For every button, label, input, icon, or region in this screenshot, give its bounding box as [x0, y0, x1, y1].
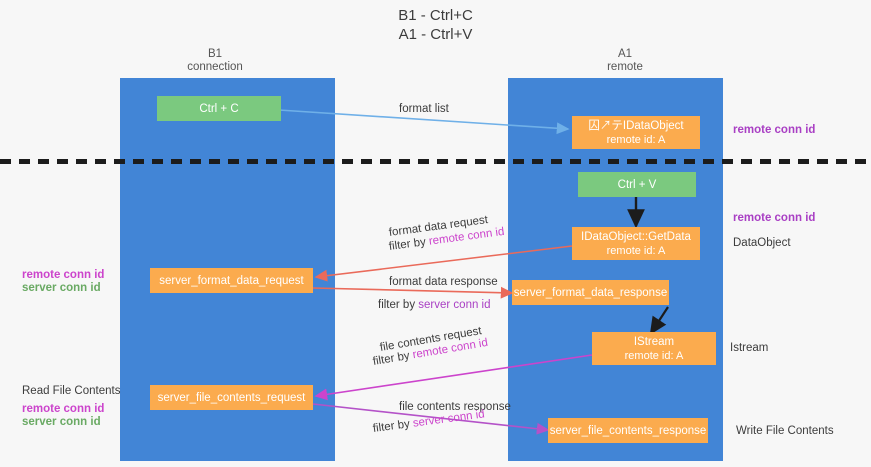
title-line-2: A1 - Ctrl+V: [398, 26, 473, 43]
box-istream-line1: IStream: [633, 335, 675, 348]
lane-header-a1-name: A1: [617, 48, 633, 60]
page-title: B1 - Ctrl+C A1 - Ctrl+V: [0, 6, 871, 44]
edge-label-file-contents-response: file contents response: [399, 401, 511, 413]
box-istream[interactable]: IStream remote id: A: [592, 332, 716, 365]
filter-by-text-2: filter by: [378, 299, 416, 311]
box-server-format-data-request-label: server_format_data_request: [159, 274, 304, 287]
box-ctrl-v[interactable]: Ctrl + V: [578, 172, 696, 197]
box-ctrl-v-label: Ctrl + V: [617, 178, 657, 191]
box-istream-line2: remote id: A: [624, 349, 684, 362]
edge-label-format-data-response: format data response: [389, 276, 498, 288]
lane-header-b1-sub: connection: [187, 61, 243, 73]
box-server-file-contents-request[interactable]: server_file_contents_request: [150, 385, 313, 410]
filter-by-text-4: filter by: [372, 418, 411, 435]
annotation-remote-conn-id-left-1: remote conn id: [22, 269, 105, 281]
filter-by-text-3: filter by: [372, 349, 411, 368]
annotation-remote-conn-id-top: remote conn id: [733, 124, 816, 136]
box-getdata-line2: remote id: A: [606, 244, 666, 257]
filter-by-text-1: filter by: [388, 236, 427, 253]
lane-header-a1: A1 remote: [565, 48, 685, 74]
box-server-format-data-response[interactable]: server_format_data_response: [512, 280, 669, 305]
box-server-file-contents-request-label: server_file_contents_request: [157, 391, 306, 404]
edge-filter-format-data-response: filter by server conn id: [378, 298, 491, 312]
box-ctrl-c-label: Ctrl + C: [199, 102, 239, 115]
annotation-dataobject: DataObject: [733, 237, 791, 249]
title-line-1: B1 - Ctrl+C: [398, 7, 473, 24]
annotation-read-file-contents: Read File Contents: [22, 385, 121, 397]
annotation-server-conn-id-left-1: server conn id: [22, 282, 101, 294]
filter-server-conn-id-1: server conn id: [418, 299, 491, 311]
box-idataobject-line1: 囚↗テIDataObject: [588, 119, 684, 132]
lane-header-b1: B1 connection: [155, 48, 275, 74]
annotation-remote-conn-id-left-2: remote conn id: [22, 403, 105, 415]
annotation-remote-conn-id-mid: remote conn id: [733, 212, 816, 224]
lane-header-b1-name: B1: [207, 48, 223, 60]
annotation-write-file-contents: Write File Contents: [736, 425, 834, 437]
box-getdata[interactable]: IDataObject::GetData remote id: A: [572, 227, 700, 260]
box-server-format-data-request[interactable]: server_format_data_request: [150, 268, 313, 293]
box-server-file-contents-response[interactable]: server_file_contents_response: [548, 418, 708, 443]
box-idataobject-line2: remote id: A: [606, 133, 666, 146]
annotation-istream: Istream: [730, 342, 769, 354]
box-server-file-contents-response-label: server_file_contents_response: [549, 424, 707, 437]
box-server-format-data-response-label: server_format_data_response: [513, 286, 668, 299]
box-idataobject[interactable]: 囚↗テIDataObject remote id: A: [572, 116, 700, 149]
phase-separator: [0, 159, 871, 164]
edge-label-format-list: format list: [399, 103, 449, 115]
annotation-server-conn-id-left-2: server conn id: [22, 416, 101, 428]
lane-header-a1-sub: remote: [607, 61, 643, 73]
box-getdata-line1: IDataObject::GetData: [581, 230, 691, 243]
box-ctrl-c[interactable]: Ctrl + C: [157, 96, 281, 121]
